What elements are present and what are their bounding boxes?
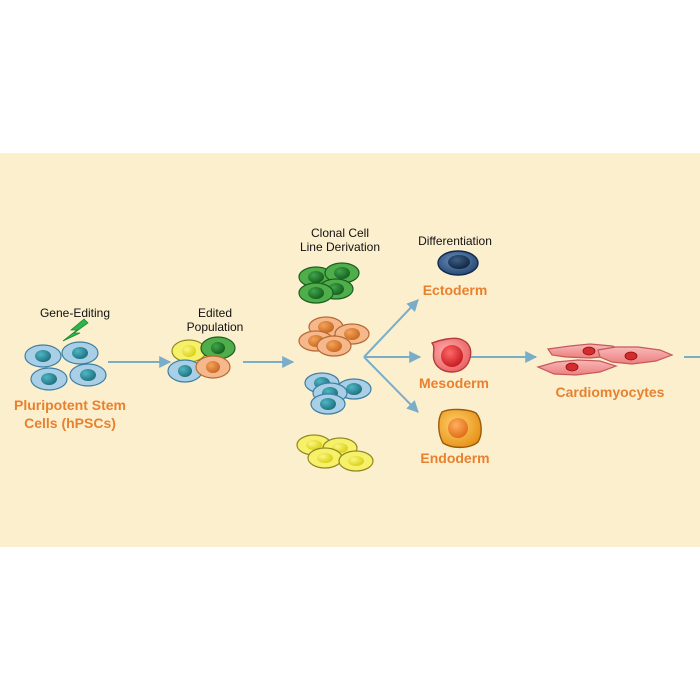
cell — [24, 344, 62, 368]
cell — [200, 336, 236, 360]
hpsc-label-line1: Pluripotent Stem — [13, 397, 126, 413]
mesoderm-cell — [430, 337, 472, 373]
cell — [69, 363, 107, 387]
cardiomyocyte-cell — [597, 346, 674, 365]
differentiation-label: Differentiation — [418, 234, 492, 248]
arrow-to-ectoderm — [363, 299, 419, 358]
cell — [316, 335, 352, 357]
lightning-bolt-icon — [62, 318, 89, 342]
arrow-to-endoderm — [363, 356, 419, 413]
clonal-green-cluster — [298, 262, 360, 304]
clonal-blue-cluster — [304, 372, 372, 415]
clonal-yellow-cluster — [296, 434, 374, 472]
ectoderm-cell — [437, 250, 479, 276]
cell — [307, 447, 343, 469]
hpsc-label-line2: Cells (hPSCs) — [24, 415, 116, 431]
cell — [338, 450, 374, 472]
edited-label-line1: Edited — [197, 306, 233, 320]
hpsc-cell-cluster — [24, 341, 107, 391]
clonal-label-line2: Line Derivation — [299, 240, 381, 254]
mesoderm-label: Mesoderm — [418, 375, 490, 391]
cell — [167, 359, 203, 383]
cell — [298, 282, 334, 304]
cell — [310, 393, 346, 415]
clonal-orange-cluster — [298, 316, 370, 357]
endoderm-cell — [438, 408, 482, 449]
cell — [195, 355, 231, 379]
clonal-derivation-label: Clonal Cell Line Derivation — [270, 226, 410, 254]
ectoderm-label: Ectoderm — [422, 282, 488, 298]
cardiomyocytes-cluster — [536, 343, 674, 376]
cardiomyocytes-label: Cardiomyocytes — [555, 384, 665, 400]
cell — [61, 341, 99, 365]
hpsc-label: Pluripotent Stem Cells (hPSCs) — [0, 396, 140, 432]
endoderm-label: Endoderm — [420, 450, 490, 466]
gene-editing-label: Gene-Editing — [39, 306, 111, 320]
edited-population-label: Edited Population — [160, 306, 270, 334]
clonal-label-line1: Clonal Cell — [310, 226, 370, 240]
cardiomyocyte-cell — [536, 359, 618, 376]
edited-label-line2: Population — [186, 320, 244, 334]
arrows — [108, 299, 700, 413]
edited-population-cluster — [167, 336, 236, 383]
cell — [30, 367, 68, 391]
